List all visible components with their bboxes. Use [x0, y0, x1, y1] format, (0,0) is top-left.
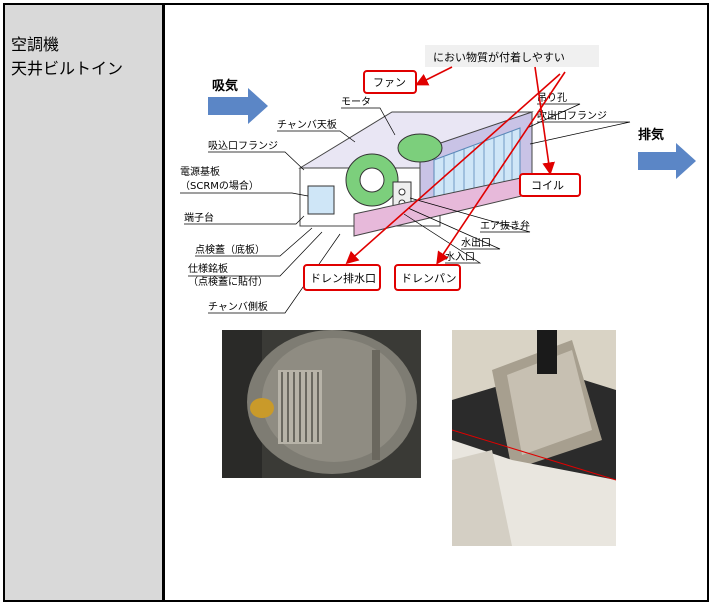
equipment-type: 空調機: [11, 35, 60, 54]
intake-arrow-icon: [208, 88, 268, 124]
chamber-top-label: チャンバ天板: [277, 118, 337, 131]
spec-plate-note: （点検蓋に貼付）: [188, 275, 268, 288]
exhaust-arrow-icon: [638, 143, 696, 179]
spec-plate-label: 仕様銘板: [188, 262, 228, 275]
chamber-side-label: チャンバ側板: [208, 300, 268, 313]
content-column: [164, 5, 707, 600]
equipment-label: 空調機 天井ビルトイン: [11, 33, 123, 81]
inspection-cover-label: 点検蓋（底板）: [195, 243, 265, 256]
power-board-label: 電源基板: [180, 165, 220, 178]
inlet-flange-label: 吸込口フランジ: [208, 140, 278, 152]
fan-photo: [222, 330, 421, 478]
label-column: 空調機 天井ビルトイン: [5, 5, 164, 600]
drain-outlet-label: ドレン排水口: [310, 271, 376, 285]
drain-outlet-callout: [303, 264, 381, 291]
terminal-block-label: 端子台: [184, 211, 214, 224]
coil-photo: [452, 330, 616, 546]
intake-label: 吸気: [212, 78, 238, 94]
water-outlet-label: 水出口: [461, 236, 491, 249]
coil-label: コイル: [531, 179, 564, 192]
water-inlet-label: 水入口: [445, 251, 475, 263]
hanging-hole-label: 吊り孔: [537, 92, 567, 104]
fan-label: ファン: [373, 76, 406, 89]
equipment-subtype: 天井ビルトイン: [11, 59, 124, 78]
drain-pan-label: ドレンパン: [401, 272, 457, 285]
odor-note: におい物質が付着しやすい: [433, 50, 565, 64]
table-frame: 空調機 天井ビルトイン: [3, 3, 709, 602]
exhaust-label: 排気: [638, 127, 664, 143]
odor-note-box: [425, 45, 599, 67]
drain-pan-callout: [394, 264, 461, 291]
power-board-note: （SCRMの場合）: [180, 179, 259, 192]
motor-label: モータ: [341, 96, 371, 108]
outlet-flange-label: 吹出口フランジ: [537, 109, 607, 122]
